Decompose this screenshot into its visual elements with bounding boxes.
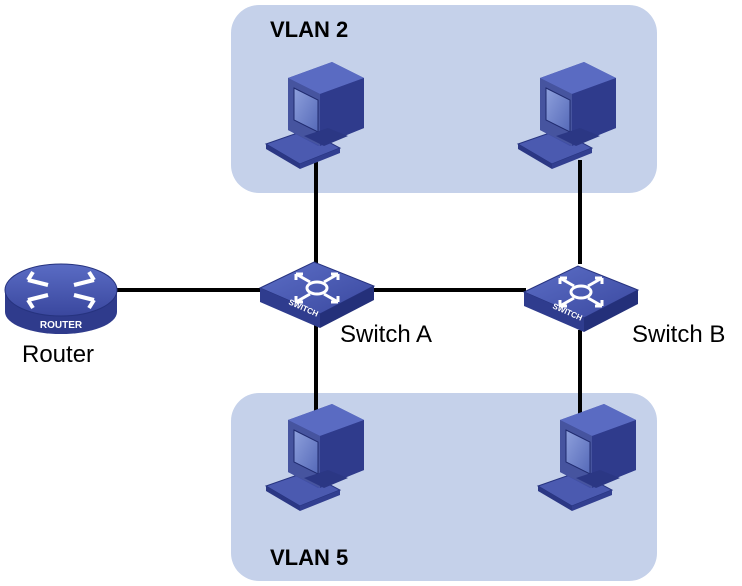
switch-b-label: Switch B [632,321,725,348]
switch-b-icon: SWITCH [522,264,640,334]
router-icon: ROUTER [4,263,118,334]
switch-a-icon: SWITCH [258,260,376,330]
network-links [112,160,582,418]
router-label: Router [22,341,94,368]
switch-a-label: Switch A [340,321,432,348]
vlan-5-label: VLAN 5 [270,545,348,570]
router-icon-text: ROUTER [40,320,83,331]
vlan-2-label: VLAN 2 [270,17,348,42]
